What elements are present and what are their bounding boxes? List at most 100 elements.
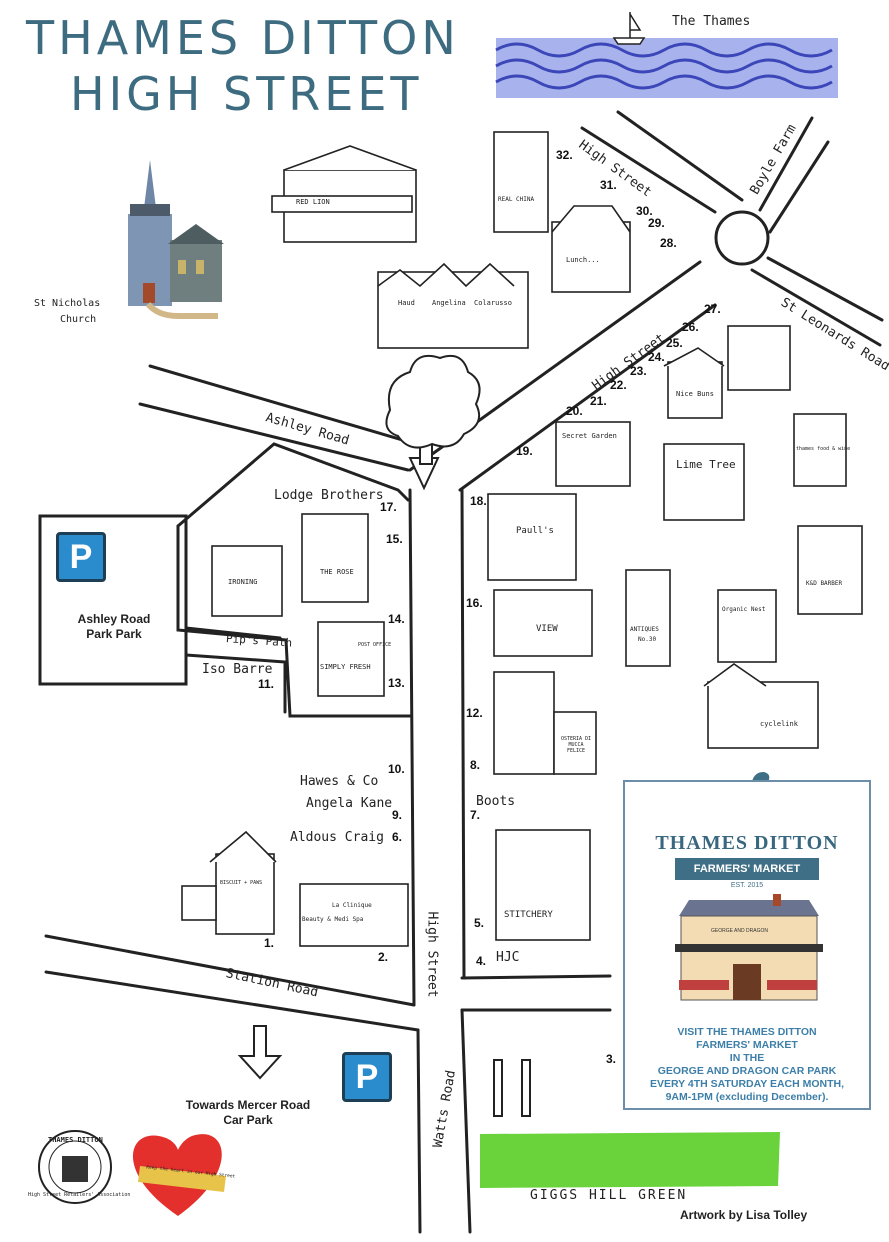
ashley-park-label-1: Ashley Road xyxy=(77,612,151,626)
assoc-logo-bottom: High Street Retailers' Association xyxy=(28,1192,131,1198)
mercer-park-label-1: Towards Mercer Road xyxy=(185,1098,311,1112)
shop-number: 12. xyxy=(466,706,483,720)
sign-lime-tree: Lime Tree xyxy=(676,458,736,471)
shop-number: 18. xyxy=(470,494,487,508)
mercer-park-label: Towards Mercer Road Car Park xyxy=(150,1098,346,1128)
church-label-1: St Nicholas xyxy=(34,298,101,309)
place-boots: Boots xyxy=(476,794,516,809)
sign-lunch: Lunch... xyxy=(566,256,600,264)
george-dragon-building: GEORGE AND DRAGON xyxy=(675,894,823,1001)
fm-est: EST. 2015 xyxy=(730,882,764,889)
shop-number: 3. xyxy=(606,1052,617,1066)
sign-secret-garden: Secret Garden xyxy=(562,432,617,440)
sign-beauty-spa: Beauty & Medi Spa xyxy=(302,916,364,923)
fm-line-4: GEORGE AND DRAGON CAR PARK xyxy=(657,1065,837,1077)
shop-number: 7. xyxy=(470,808,481,822)
river-label: The Thames xyxy=(672,14,751,29)
shop-number: 24. xyxy=(648,350,665,364)
sign-antiques: ANTIQUES xyxy=(630,626,659,633)
sign-haud: Haud xyxy=(398,299,415,307)
artwork-credit: Artwork by Lisa Tolley xyxy=(680,1208,808,1222)
sign-simply-fresh: SIMPLY FRESH xyxy=(320,663,371,671)
shop-number: 19. xyxy=(516,444,533,458)
shop-number: 29. xyxy=(648,216,665,230)
fm-banner: FARMERS' MARKET xyxy=(675,858,819,880)
shop-number: 25. xyxy=(666,336,683,350)
fm-title: THAMES DITTON xyxy=(655,832,839,854)
shop-number: 21. xyxy=(590,394,607,408)
sailboat-icon xyxy=(612,12,646,45)
sign-red-lion: RED LION xyxy=(296,198,330,206)
association-logo xyxy=(38,1130,112,1204)
shop-number: 16. xyxy=(466,596,483,610)
tree-icon xyxy=(385,354,481,465)
shop-number: 22. xyxy=(610,378,627,392)
shop-number: 13. xyxy=(388,676,405,690)
sign-angelina: Angelina xyxy=(432,299,466,307)
parking-icon[interactable]: P xyxy=(342,1052,392,1102)
shop-number: 8. xyxy=(470,758,481,772)
place-hjc: HJC xyxy=(496,950,520,965)
shop-number: 11. xyxy=(258,677,275,691)
sign-cyclelink: cyclelink xyxy=(760,720,798,728)
shop-number: 2. xyxy=(378,950,389,964)
place-giggs-hill-green: GIGGS HILL GREEN xyxy=(530,1188,688,1203)
green-area xyxy=(480,1132,780,1188)
sign-osteria: OSTERIA DI MUCCA FELICE xyxy=(560,736,592,754)
sign-ironing: IRONING xyxy=(228,578,258,586)
shop-number: 5. xyxy=(474,916,485,930)
shop-number: 9. xyxy=(392,808,403,822)
place-hawes-co: Hawes & Co xyxy=(300,774,379,789)
road-label-high-street-south: High Street xyxy=(424,911,440,998)
shop-number: 23. xyxy=(630,364,647,378)
sign-thames-food: thames food & wine xyxy=(796,446,851,452)
fm-line-5: EVERY 4TH SATURDAY EACH MONTH, xyxy=(649,1078,845,1090)
cricket-bat-icon xyxy=(493,1059,531,1117)
place-aldous-craig: Aldous Craig xyxy=(290,830,384,845)
farmers-market-panel: THAMES DITTON FARMERS' MARKET EST. 2015 … xyxy=(623,780,871,1110)
shop-number: 26. xyxy=(682,320,699,334)
place-iso-barre: Iso Barre xyxy=(202,662,273,677)
shop-number: 28. xyxy=(660,236,677,250)
sign-colarusso: Colarusso xyxy=(474,299,512,307)
sign-organic-nest: Organic Nest xyxy=(722,606,766,613)
sign-kd-barber: K&D BARBER xyxy=(806,580,843,587)
shop-number: 31. xyxy=(600,178,617,192)
sign-paulls: Paull's xyxy=(516,526,554,536)
shop-number: 6. xyxy=(392,830,403,844)
heart-icon xyxy=(132,1134,226,1216)
fm-text: VISIT THE THAMES DITTON FARMERS' MARKET … xyxy=(631,1026,863,1104)
fm-building-sign: GEORGE AND DRAGON xyxy=(711,928,768,934)
shop-number: 15. xyxy=(386,532,403,546)
sign-no30: No.30 xyxy=(638,636,657,643)
river xyxy=(495,38,838,98)
arrow-down-icon xyxy=(237,1025,283,1080)
ashley-park-label: Ashley Road Park Park xyxy=(48,612,180,642)
fm-line-3: IN THE xyxy=(729,1052,765,1064)
shop-number: 4. xyxy=(476,954,487,968)
parking-icon[interactable]: P xyxy=(56,532,106,582)
sign-nice-buns: Nice Buns xyxy=(676,390,714,398)
sign-view: VIEW xyxy=(536,624,558,634)
shop-number: 17. xyxy=(380,500,397,514)
shop-number: 1. xyxy=(264,936,275,950)
map-title-line-1: THAMES DITTON xyxy=(26,11,460,65)
fm-line-6: 9AM-1PM (excluding December). xyxy=(665,1091,829,1103)
shop-number: 32. xyxy=(556,148,573,162)
place-angela-kane: Angela Kane xyxy=(306,796,393,811)
shop-number: 14. xyxy=(388,612,405,626)
church-icon xyxy=(128,160,224,319)
map-title-line-2: HIGH STREET xyxy=(70,67,423,121)
shop-number: 10. xyxy=(388,762,405,776)
sign-la-clinique: La Clinique xyxy=(332,902,372,909)
church-label-2: Church xyxy=(60,314,97,325)
ashley-park-label-2: Park Park xyxy=(86,627,142,641)
sign-biscuit-paws: BISCUIT + PAWS xyxy=(220,880,263,886)
shop-number: 30. xyxy=(636,204,653,218)
car-park-outline xyxy=(38,514,188,686)
sign-stitchery: STITCHERY xyxy=(504,910,553,920)
buildings xyxy=(181,131,863,947)
sign-real-china: REAL CHINA xyxy=(498,196,535,203)
